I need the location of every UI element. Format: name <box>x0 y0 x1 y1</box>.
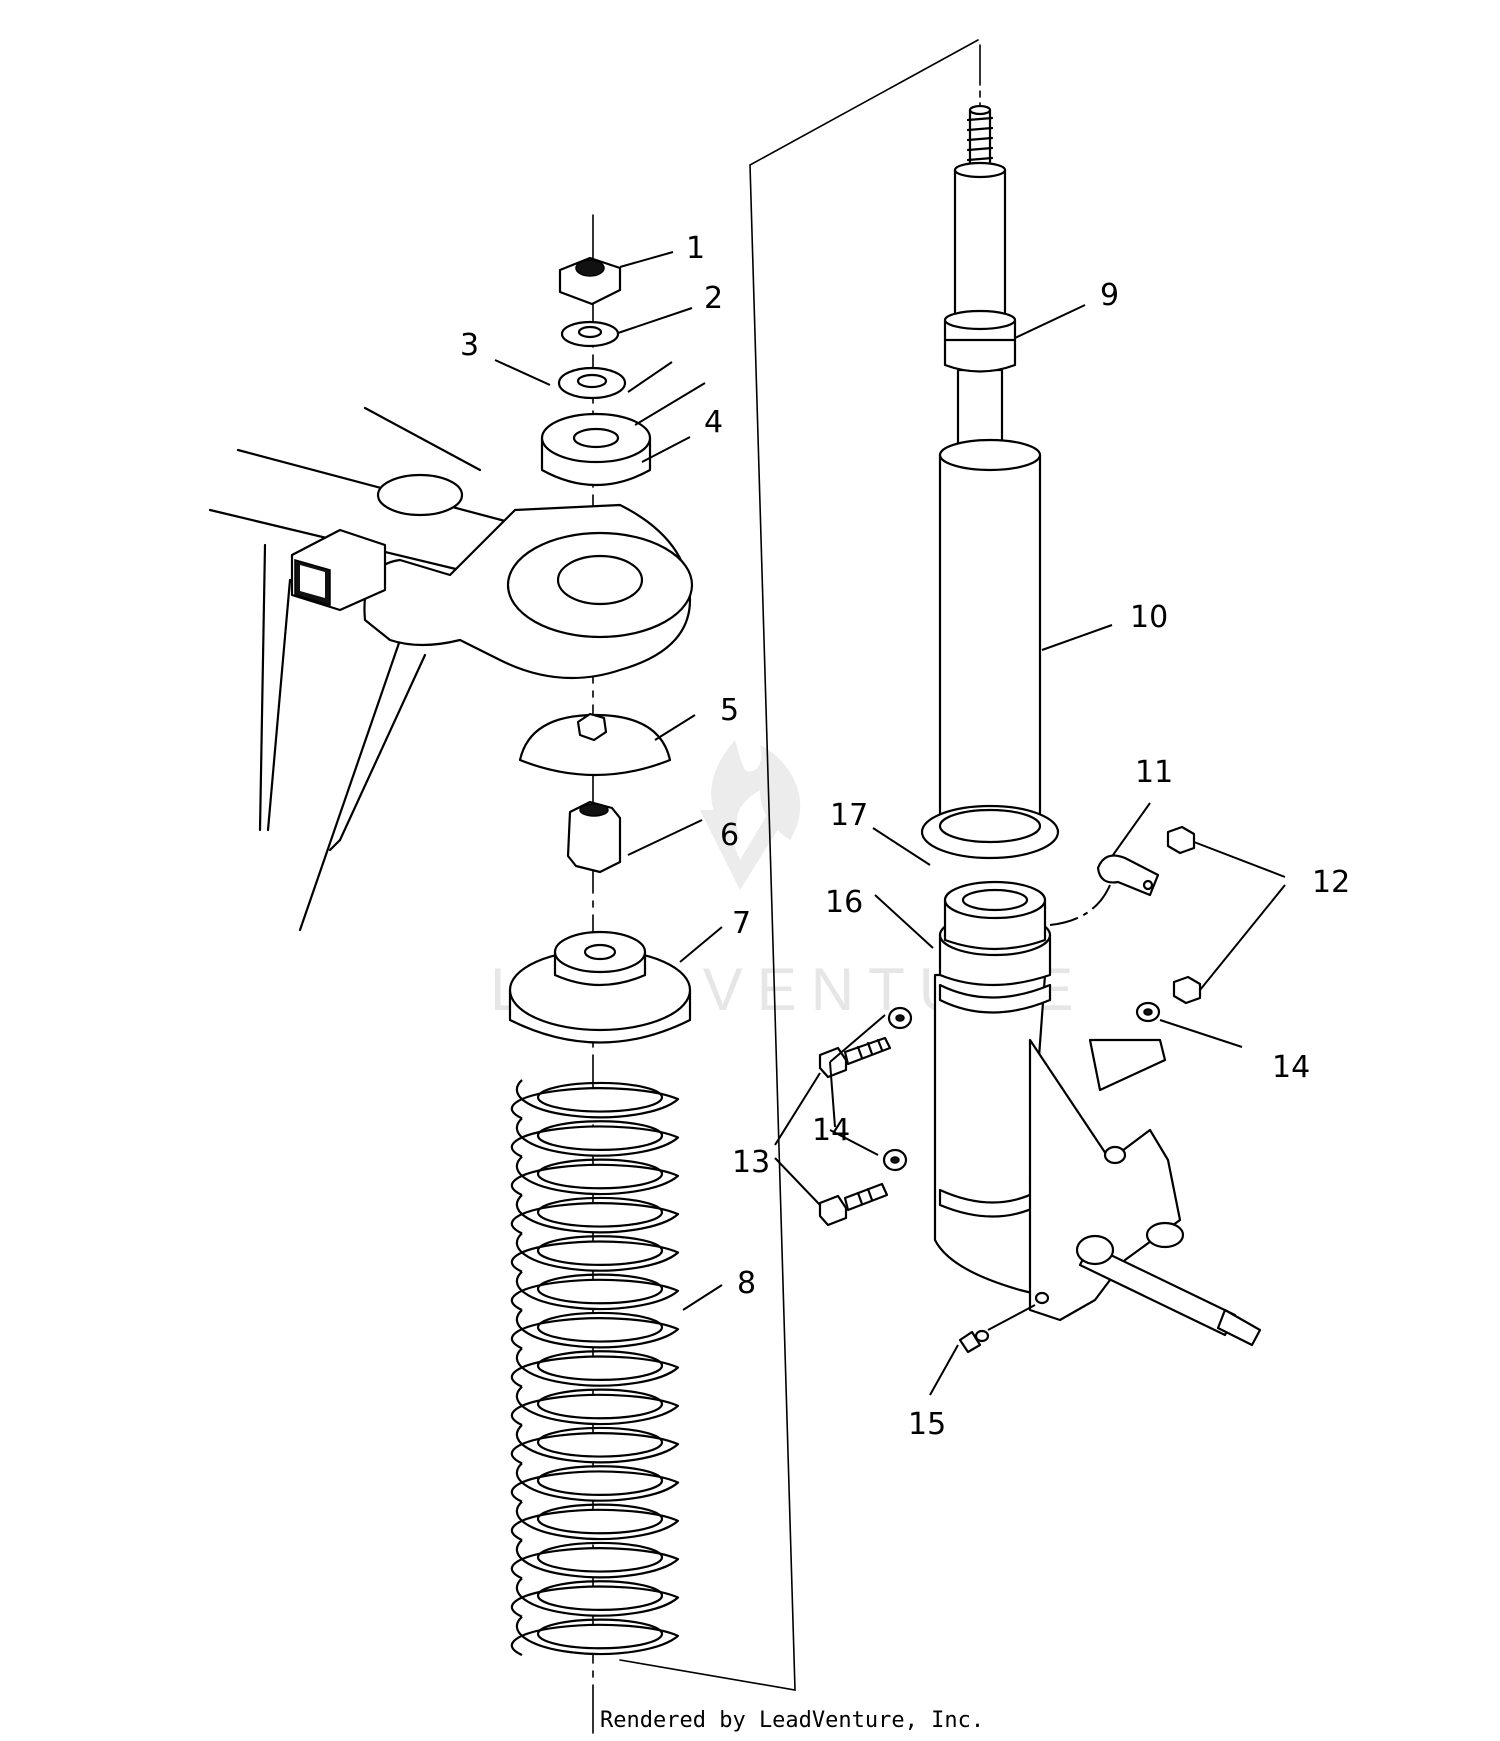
a-arm-frame <box>208 406 694 932</box>
spring-coil-inner <box>536 1350 664 1381</box>
part-5-dish <box>518 712 672 777</box>
callout-15: 15 <box>908 1407 946 1442</box>
part-3-washer <box>557 366 627 400</box>
spring-coil-inner <box>536 1618 664 1650</box>
callout-1: 1 <box>686 231 705 266</box>
callout-6: 6 <box>720 818 739 853</box>
credit-line: Rendered by LeadVenture, Inc. <box>600 1708 984 1733</box>
spring-coil-inner <box>536 1120 664 1151</box>
part-9-bumper <box>943 309 1017 373</box>
part-2-washer <box>560 320 620 348</box>
callout-14-right: 14 <box>1272 1050 1310 1085</box>
callout-16: 16 <box>825 885 863 920</box>
spring-coil-inner <box>536 1273 664 1305</box>
part-1-nut <box>558 256 622 306</box>
spring-coil-inner <box>536 1388 664 1420</box>
callout-labels: 1 2 3 4 5 6 7 8 9 10 11 12 13 14 14 15 1… <box>460 231 1350 1442</box>
spring-coil-inner <box>536 1580 664 1611</box>
spring-coil-inner <box>536 1311 664 1343</box>
callout-11: 11 <box>1135 755 1173 790</box>
part-10-shock-absorber <box>938 104 1042 842</box>
spring-coil-inner <box>536 1196 664 1228</box>
reference-plane <box>619 39 979 1691</box>
callout-2: 2 <box>704 281 723 316</box>
callout-12: 12 <box>1312 865 1350 900</box>
part-14-washers <box>882 1001 1161 1172</box>
spring-coil-inner <box>536 1541 664 1573</box>
spring-coil-inner <box>536 1465 664 1496</box>
callout-5: 5 <box>720 693 739 728</box>
leader-lines <box>494 251 1286 1396</box>
part-12-nut-lower <box>1172 975 1202 1005</box>
part-6-spacer <box>566 800 622 874</box>
part-13-bolt-upper <box>818 1036 892 1079</box>
callout-13: 13 <box>732 1145 770 1180</box>
part-17-seal <box>920 804 1060 860</box>
part-16-spindle-housing <box>933 880 1262 1347</box>
callout-8: 8 <box>737 1266 756 1301</box>
spring-coil-inner <box>536 1235 664 1266</box>
part-11-clamp <box>1096 854 1160 897</box>
callout-14-left: 14 <box>812 1113 850 1148</box>
part-13-bolt-lower <box>818 1182 889 1227</box>
spring-coil-inner <box>536 1081 664 1113</box>
part-15-grease-fitting <box>958 1329 990 1354</box>
callout-10: 10 <box>1130 600 1168 635</box>
callout-17: 17 <box>830 798 868 833</box>
callout-9: 9 <box>1100 278 1119 313</box>
spring-coil-inner <box>536 1503 664 1535</box>
callout-3: 3 <box>460 328 479 363</box>
callout-7: 7 <box>732 906 751 941</box>
shaft-threads <box>966 116 994 162</box>
part-7-spring-seat <box>508 930 692 1044</box>
part-8-coil-spring <box>510 1079 680 1657</box>
part-12-nut-upper <box>1166 825 1196 855</box>
part-4-bushing <box>540 412 652 486</box>
spring-coil-inner <box>536 1426 664 1458</box>
spring-coil-inner <box>536 1158 664 1190</box>
callout-4: 4 <box>704 405 723 440</box>
